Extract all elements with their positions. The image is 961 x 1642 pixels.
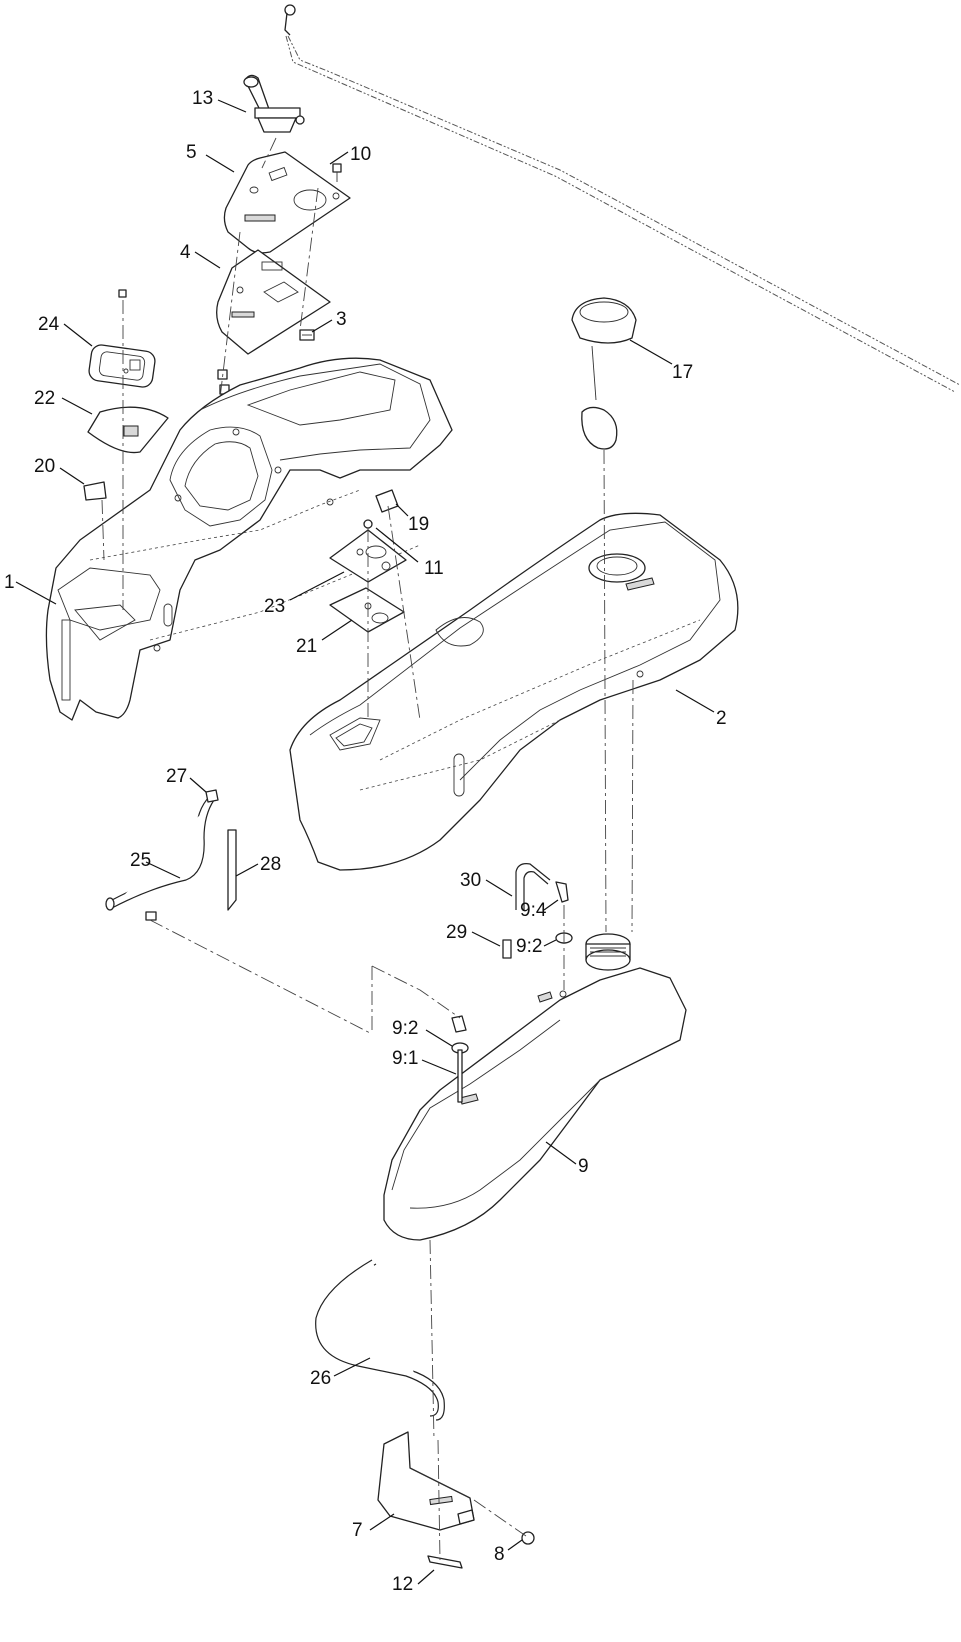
callout-3: 3 [336,309,347,330]
upper-console-body-part [45,357,453,721]
hose-end-part [145,911,157,921]
vent-hose-part-30 [515,863,551,910]
screw-part-24 [118,289,127,298]
callout-labels: 13 5 10 4 3 24 22 20 1 17 19 11 23 21 2 … [4,88,727,1595]
screw-part-10 [332,163,342,182]
callout-20: 20 [34,456,55,477]
callout-2: 2 [716,708,727,729]
pickup-tube-part-9-1 [457,1049,463,1103]
callout-9-2-lower: 9:2 [392,1018,418,1039]
bracket-plate-22-part [87,406,169,454]
callout-27: 27 [166,766,187,787]
callout-29: 29 [446,922,467,943]
callout-9-1: 9:1 [392,1048,418,1069]
callout-26: 26 [310,1368,331,1389]
callout-7: 7 [352,1520,363,1541]
callout-12: 12 [392,1574,413,1595]
callout-17: 17 [672,362,693,383]
callout-24: 24 [38,314,60,335]
tie-strap-part-28 [227,829,237,911]
fitting-part-9-2-lower [451,1015,469,1054]
cover-plate-24-part [88,344,156,388]
callout-28: 28 [260,854,281,875]
callout-1: 1 [4,572,15,593]
hose-clamp-part-27 [205,789,219,803]
callout-13: 13 [192,88,213,109]
throttle-cable [284,4,961,393]
plug-part-20 [83,481,107,501]
bolt-part-8 [521,1531,535,1545]
fuel-cap-part [571,297,637,450]
assembly-axes [101,137,634,1561]
callout-9-2-upper: 9:2 [516,936,542,957]
throttle-control-part [243,74,305,133]
callout-23: 23 [264,596,285,617]
tank-bracket-part [377,1431,475,1531]
callout-8: 8 [494,1544,505,1565]
callout-11: 11 [424,558,444,579]
callout-25: 25 [130,850,151,871]
elbow-fitting-part-9-4 [555,881,569,903]
fender-body-part [289,512,739,871]
fuel-tank-part [383,933,687,1241]
hose-part-26 [315,1259,445,1421]
clip-part-12 [427,1555,463,1569]
fuel-line-part-25 [105,795,215,911]
callout-10: 10 [350,144,371,165]
callout-21: 21 [296,636,317,657]
clip-nut-part [299,329,315,341]
leader-lines [15,99,715,1585]
fastener-part-29 [502,939,512,959]
callout-30: 30 [460,870,481,891]
callout-5: 5 [186,142,197,163]
callout-4: 4 [180,242,191,263]
callout-22: 22 [34,388,55,409]
callout-19: 19 [408,514,429,535]
callout-9: 9 [578,1156,589,1177]
gasket-plate-21-part [329,587,405,633]
plug-part-19 [375,489,399,513]
lower-panel-plate-part [216,249,331,355]
callout-9-4: 9:4 [520,900,547,921]
upper-panel-plate-part [223,151,351,254]
nut-parts [217,369,230,395]
